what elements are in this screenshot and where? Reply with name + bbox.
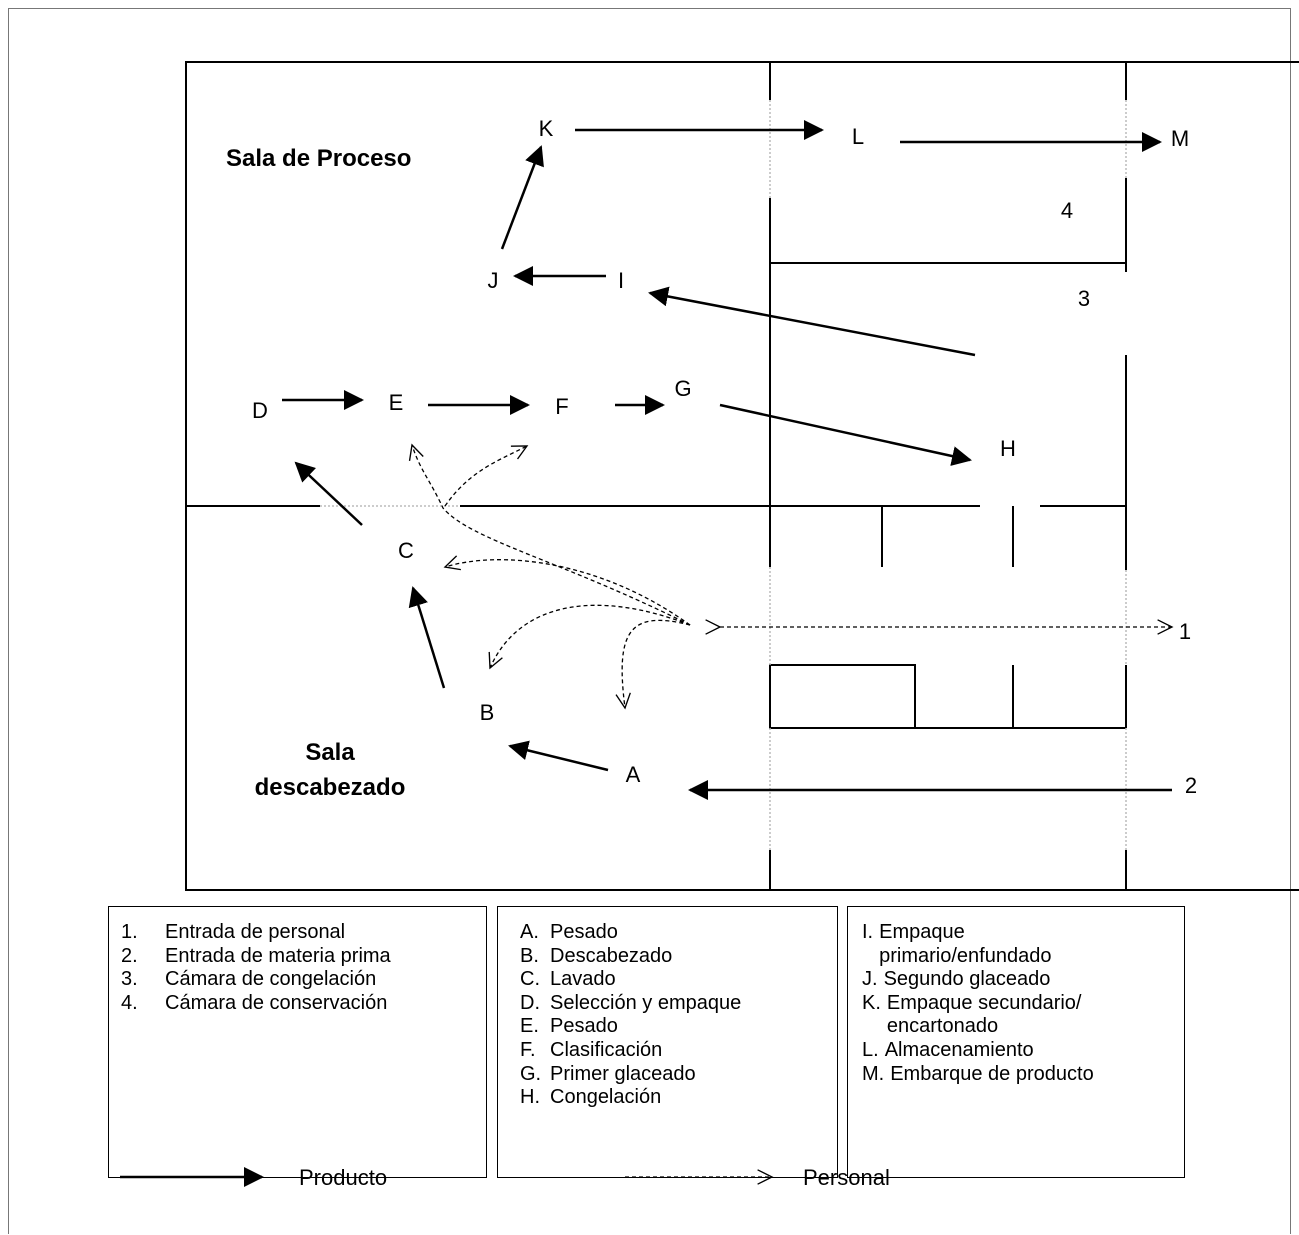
room-box	[769, 664, 916, 729]
legend-mark: I.	[862, 921, 874, 943]
legend-item: 4. Cámara de conservación	[119, 992, 476, 1016]
room-label-line2: descabezado	[255, 774, 406, 801]
legend-mark: G.	[520, 1062, 542, 1085]
legend-item: A. Pesado	[508, 921, 827, 945]
legend-text: Cámara de congelación	[165, 968, 377, 991]
legend-text: Empaque primario/enfundado	[879, 921, 1052, 967]
legend-mark: L.	[862, 1038, 879, 1061]
legend-text: Primer glaceado	[550, 1062, 696, 1085]
room-label-line1: Sala	[305, 739, 355, 766]
legend-text: Cámara de conservación	[165, 991, 388, 1014]
legend-mark: E.	[520, 1015, 539, 1038]
legend-text: Selección y empaque	[550, 991, 742, 1014]
building-walls	[185, 61, 1299, 891]
flow-arrow	[719, 403, 972, 466]
legend-mark: H.	[520, 1086, 540, 1109]
personnel-flow	[408, 443, 1174, 710]
legend-item: B. Descabezado	[508, 945, 827, 969]
personnel-arrow	[408, 443, 691, 626]
legend-text: Almacenamiento	[884, 1038, 1034, 1061]
personnel-arrow	[488, 604, 691, 670]
node-h: H	[1000, 436, 1016, 461]
legend-mark: F.	[520, 1038, 536, 1061]
flow-arrow	[648, 286, 976, 357]
legend-item: L.Almacenamiento	[858, 1039, 1174, 1063]
node-j: J	[488, 268, 499, 293]
legend-text: Pesado	[550, 1015, 618, 1038]
legend-item: E. Pesado	[508, 1015, 827, 1039]
product-flow	[282, 120, 1172, 800]
room-label-process: Sala de Proceso	[226, 145, 411, 172]
legend-item: J.Segundo glaceado	[858, 968, 1174, 992]
legend-mark: 2.	[121, 944, 138, 967]
flow-arrow	[508, 740, 609, 772]
legend-text: Entrada de personal	[165, 921, 346, 943]
product-key-label: Producto	[299, 1165, 388, 1190]
node-l: L	[852, 124, 864, 149]
legend-text: Empaque secundario/ encartonado	[886, 991, 1082, 1038]
door-openings	[320, 100, 1127, 850]
legend-item: D. Selección y empaque	[508, 992, 827, 1016]
legend-mark: 4.	[121, 991, 138, 1014]
node-3: 3	[1078, 286, 1090, 311]
personnel-arrow	[615, 619, 691, 710]
building-outline	[185, 61, 1299, 891]
legend-mark: 3.	[121, 968, 138, 991]
legend-text: Lavado	[550, 968, 616, 991]
personnel-key-label: Personal	[803, 1165, 890, 1190]
legend-text: Congelación	[550, 1086, 662, 1109]
legend-mark: C.	[520, 968, 540, 991]
legend-item: G. Primer glaceado	[508, 1063, 827, 1087]
node-f: F	[555, 394, 568, 419]
legend-text: Descabezado	[550, 944, 673, 967]
legend-item: M.Embarque de producto	[858, 1063, 1174, 1087]
legend-item: 1. Entrada de personal	[119, 921, 476, 945]
node-c: C	[398, 538, 414, 563]
legend-mark: J.	[862, 968, 878, 991]
figure-frame	[8, 8, 1291, 1234]
legend-item: C. Lavado	[508, 968, 827, 992]
legend-text: Segundo glaceado	[883, 968, 1051, 991]
legend-mark: M.	[862, 1062, 885, 1085]
node-2: 2	[1185, 773, 1197, 798]
legend-item: F. Clasificación	[508, 1039, 827, 1063]
legend-mark: 1.	[121, 921, 138, 943]
legend-item: H. Congelación	[508, 1086, 827, 1110]
personnel-arrow	[444, 445, 529, 507]
flow-arrow	[408, 586, 446, 689]
legend-text: Clasificación	[550, 1038, 663, 1061]
node-b: B	[480, 700, 495, 725]
node-k: K	[539, 116, 554, 141]
flow-arrow	[500, 145, 544, 250]
node-m: M	[1171, 126, 1189, 151]
node-i: I	[618, 268, 624, 293]
legend-mark: B.	[520, 944, 539, 967]
legend-numbers-box: 1. Entrada de personal 2. Entrada de mater…	[108, 906, 487, 1178]
legend-mark: A.	[520, 921, 539, 943]
legend-steps2-box: I. Empaque primario/enfundado J.Segundo …	[847, 906, 1185, 1178]
legend-item: I. Empaque primario/enfundado	[858, 921, 1174, 968]
node-1: 1	[1179, 619, 1191, 644]
node-a: A	[626, 762, 641, 787]
node-4: 4	[1061, 198, 1073, 223]
node-e: E	[389, 390, 404, 415]
legend-mark: K.	[862, 991, 881, 1014]
legend-item: 3. Cámara de congelación	[119, 968, 476, 992]
legend-item: K.Empaque secundario/ encartonado	[858, 992, 1174, 1039]
node-g: G	[674, 376, 691, 401]
legend-text: Embarque de producto	[890, 1062, 1094, 1085]
legend-text: Pesado	[550, 921, 618, 943]
legend-text: Entrada de materia prima	[165, 944, 391, 967]
flow-arrow	[294, 461, 363, 526]
legend-item: 2. Entrada de materia prima	[119, 945, 476, 969]
legend-steps-box: A. Pesado B. Descabezado C. Lavado D. Selecc…	[497, 906, 838, 1178]
node-d: D	[252, 398, 268, 423]
legend-mark: D.	[520, 991, 540, 1014]
